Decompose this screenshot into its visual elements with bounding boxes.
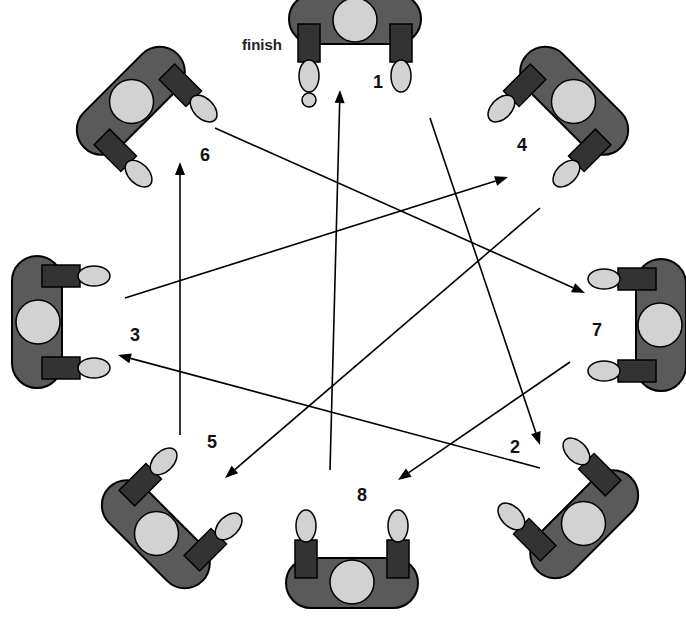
ball bbox=[302, 93, 316, 107]
arrow-head bbox=[531, 431, 540, 445]
person-figure bbox=[91, 436, 254, 599]
person-figure bbox=[12, 256, 110, 388]
person-figure bbox=[476, 36, 639, 199]
person-figure bbox=[286, 510, 418, 608]
player-spot: 7 bbox=[570, 293, 610, 365]
arrow-line bbox=[235, 208, 540, 470]
player-number: 7 bbox=[592, 320, 602, 340]
pass-arrow bbox=[430, 118, 541, 445]
pass-arrow bbox=[118, 354, 540, 468]
arrow-head bbox=[225, 466, 238, 478]
arrow-head bbox=[335, 90, 345, 103]
arrow-head bbox=[175, 162, 185, 175]
pass-arrow bbox=[225, 208, 540, 478]
pass-arrow bbox=[175, 162, 185, 435]
arrow-line bbox=[215, 128, 573, 288]
player-spot: 4 bbox=[508, 122, 548, 208]
pass-arrow bbox=[125, 176, 508, 298]
player-spot: 1 bbox=[340, 62, 432, 118]
arrow-head bbox=[494, 176, 508, 186]
person-figure bbox=[66, 36, 229, 199]
player-spot: 5 bbox=[180, 425, 240, 478]
arrow-head bbox=[571, 283, 585, 293]
player-spot: 2 bbox=[500, 430, 540, 470]
arrow-head bbox=[398, 469, 412, 480]
player-spot: 6 bbox=[180, 128, 232, 178]
pass-arrow bbox=[215, 128, 585, 293]
player-number: 3 bbox=[130, 325, 140, 345]
player-number: 4 bbox=[517, 135, 527, 155]
finish-label: finish bbox=[242, 36, 282, 54]
person-figure bbox=[588, 259, 686, 391]
pass-arrow bbox=[330, 90, 345, 470]
player-spot: 3 bbox=[118, 298, 160, 360]
arrow-line bbox=[131, 358, 540, 468]
player-number: 5 bbox=[207, 432, 217, 452]
player-number: 1 bbox=[373, 72, 383, 92]
pass-arrow bbox=[398, 362, 570, 480]
player-number: 2 bbox=[510, 437, 520, 457]
arrow-head bbox=[118, 354, 132, 364]
player-number: 6 bbox=[200, 145, 210, 165]
player-spot: 8 bbox=[330, 470, 398, 515]
person-figure bbox=[289, 0, 421, 92]
player-number: 8 bbox=[357, 485, 367, 505]
arrow-line bbox=[125, 181, 496, 298]
arrow-line bbox=[179, 175, 181, 435]
arrow-line bbox=[409, 362, 570, 473]
person-figure bbox=[486, 426, 649, 589]
arrow-line bbox=[330, 103, 340, 470]
arrow-line bbox=[430, 118, 536, 433]
